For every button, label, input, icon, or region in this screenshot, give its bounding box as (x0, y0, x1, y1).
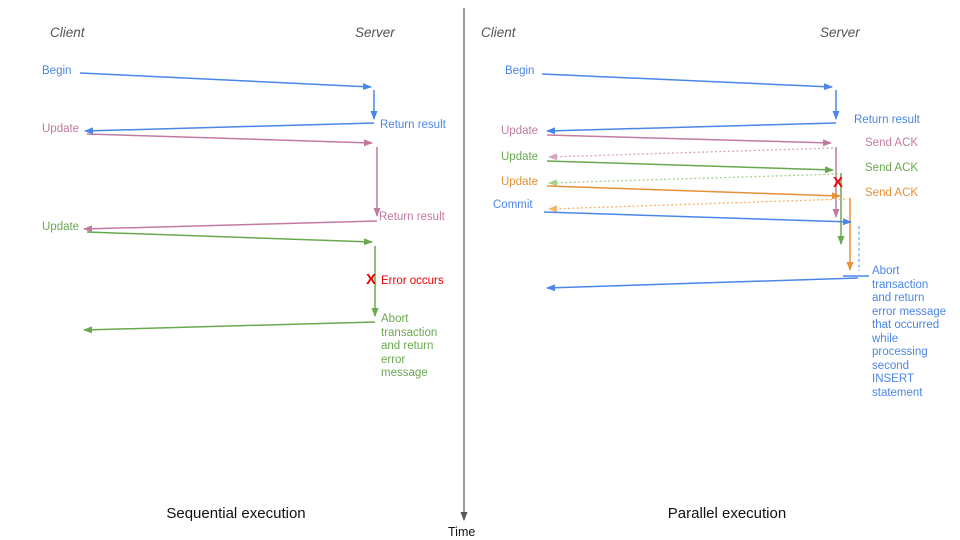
right-error-x-icon: X (833, 174, 844, 191)
right-update1-label: Update (501, 125, 539, 137)
right-update2-request-arrow (546, 160, 834, 174)
right-ack3-dotted-arrow (548, 198, 846, 213)
right-begin-label: Begin (505, 65, 535, 77)
right-commit-request-arrow (543, 211, 852, 226)
right-ack2-dotted-arrow (548, 173, 839, 187)
right-update3-label: Update (501, 176, 539, 188)
left-update2-label: Update (42, 221, 80, 233)
right-abort-return-arrow (546, 277, 859, 292)
right-return-result-label: Return result (854, 114, 920, 126)
right-abort-message: Abort transaction and return error messa… (872, 265, 947, 399)
left-update2-request-arrow (86, 231, 373, 246)
right-server-header: Server (820, 25, 860, 40)
left-return-result-1-arrow (84, 122, 375, 135)
left-error-x-icon: X (366, 271, 377, 288)
right-ack1-dotted-arrow (548, 147, 834, 161)
right-update1-request-arrow (546, 134, 832, 147)
left-server-header: Server (355, 25, 395, 40)
right-panel-caption: Parallel execution (667, 505, 787, 522)
right-update3-request-arrow (546, 185, 841, 200)
time-axis-label: Time (448, 525, 476, 539)
right-send-ack-1-label: Send ACK (865, 137, 919, 149)
left-begin-request-arrow (79, 72, 372, 91)
left-panel-caption: Sequential execution (166, 505, 306, 522)
left-begin-label: Begin (42, 65, 72, 77)
right-return-result-arrow (546, 122, 837, 135)
left-update1-label: Update (42, 123, 80, 135)
left-abort-message: Abort transaction and return error messa… (381, 313, 438, 379)
left-client-header: Client (50, 25, 85, 40)
right-begin-request-arrow (541, 73, 833, 91)
right-commit-label: Commit (493, 199, 533, 211)
right-send-ack-3-label: Send ACK (865, 187, 919, 199)
left-return-result-1-label: Return result (380, 119, 446, 131)
left-return-result-2-arrow (83, 220, 378, 233)
right-send-ack-2-label: Send ACK (865, 162, 919, 174)
right-client-header: Client (481, 25, 516, 40)
left-abort-return-arrow (83, 321, 376, 334)
left-error-occurs-label: Error occurs (381, 275, 444, 287)
left-update1-request-arrow (86, 133, 373, 147)
right-update2-label: Update (501, 151, 539, 163)
left-return-result-2-label: Return result (379, 211, 445, 223)
